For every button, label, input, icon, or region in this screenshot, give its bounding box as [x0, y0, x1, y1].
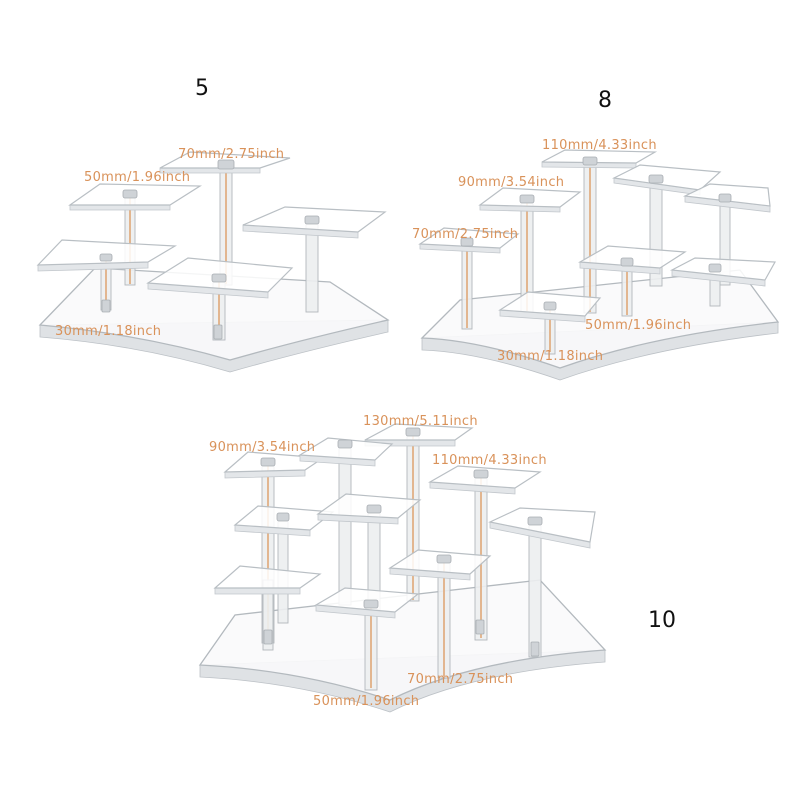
- display-plate: [36, 239, 178, 266]
- dimension-label: 70mm/2.75inch: [178, 147, 284, 162]
- display-plate: [213, 565, 322, 589]
- post: [437, 559, 451, 679]
- dimension-label: 50mm/1.96inch: [585, 318, 691, 333]
- display-plate: [541, 149, 658, 164]
- dimension-label: 110mm/4.33inch: [542, 138, 657, 153]
- stand-set-8: 8 110mm/4.33inch 90mm/3.54inch 70mm/2.75…: [412, 88, 780, 381]
- base-plate: [420, 269, 780, 369]
- dimension-label: 30mm/1.18inch: [497, 349, 603, 364]
- post: [583, 162, 597, 314]
- stand-count-label: 8: [598, 88, 612, 113]
- stand-count-label: 10: [648, 608, 676, 633]
- dimension-label: 110mm/4.33inch: [432, 453, 547, 468]
- base-plate: [198, 579, 607, 701]
- dimension-label: 70mm/2.75inch: [407, 672, 513, 687]
- stand-set-10: 10 130mm/5.11inch 90mm/3.54inch 110mm/4.…: [198, 414, 676, 713]
- display-plate: [612, 164, 722, 191]
- post: [364, 604, 378, 691]
- dimension-label: 50mm/1.96inch: [84, 170, 190, 185]
- display-plate: [298, 437, 394, 461]
- post: [528, 521, 542, 658]
- dimension-label: 130mm/5.11inch: [363, 414, 478, 429]
- display-plate: [578, 245, 687, 269]
- dimension-label: 90mm/3.54inch: [209, 440, 315, 455]
- dimension-label: 70mm/2.75inch: [412, 227, 518, 242]
- stand-set-5: 5 70mm/2.75inch 50mm/1.96inch 30mm/1.18i…: [36, 76, 390, 373]
- dimension-label: 30mm/1.18inch: [55, 324, 161, 339]
- display-plate: [669, 257, 776, 281]
- dimension-label: 90mm/3.54inch: [458, 175, 564, 190]
- stand-count-label: 5: [195, 76, 209, 101]
- post: [338, 444, 352, 606]
- post: [461, 243, 473, 330]
- display-plate: [488, 507, 596, 543]
- dimension-label: 50mm/1.96inch: [313, 694, 419, 709]
